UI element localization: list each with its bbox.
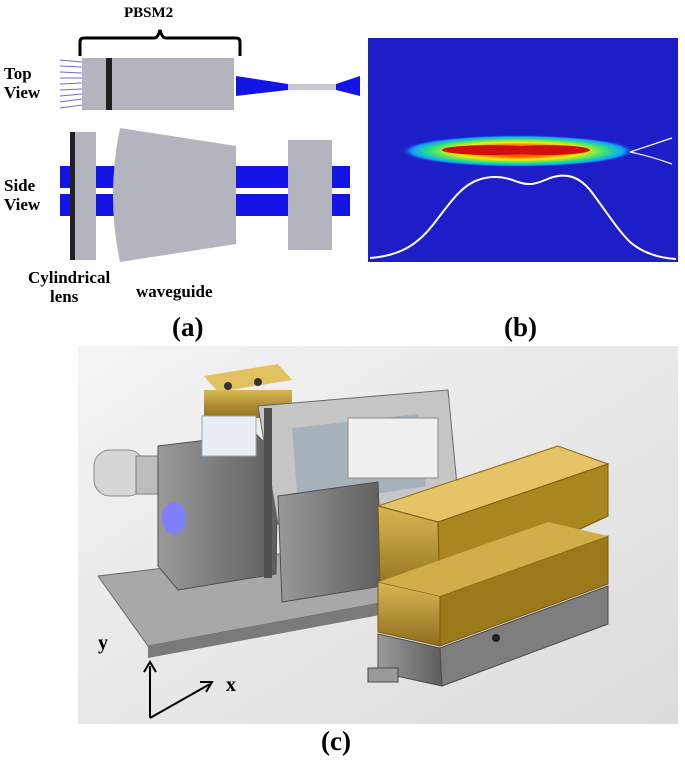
lens-block	[82, 58, 106, 110]
beam-spot-right	[506, 145, 590, 155]
right-gold-assembly	[376, 445, 610, 647]
panel-b-letter: (b)	[504, 312, 537, 342]
side-dark-slab	[70, 132, 75, 260]
beam-intensity-plot	[368, 38, 678, 262]
mechanical-assembly-render	[78, 346, 678, 724]
panel-c: y x	[78, 346, 678, 724]
cylindrical-lens-label: Cylindrical lens	[28, 268, 111, 306]
input-fibers	[60, 59, 83, 109]
side-waveguide	[113, 128, 236, 262]
panel-b	[368, 38, 678, 262]
output-beam-top	[236, 76, 288, 96]
waveguide-block	[112, 58, 234, 110]
waveguide-label: waveguide	[136, 282, 213, 301]
x-axis-label: x	[226, 674, 236, 696]
intensity-profile-curve	[369, 174, 677, 260]
spot-tail-line	[629, 137, 673, 165]
side-view-schematic	[60, 128, 350, 262]
side-view-label: Side View	[4, 176, 41, 214]
viewport-window	[162, 502, 186, 534]
dark-slab	[106, 58, 112, 110]
glass-block	[201, 415, 257, 457]
panel-a-letter: (a)	[172, 312, 204, 342]
coordinate-axes	[143, 660, 214, 719]
panel-c-letter: (c)	[321, 726, 351, 756]
side-output-block	[288, 140, 332, 250]
panel-a: PBSM2 Top View Side View Cylindrical	[0, 0, 360, 342]
top-view-schematic	[60, 58, 360, 110]
top-view-label: Top View	[4, 64, 41, 102]
pbsm2-bracket	[78, 29, 242, 56]
fiber-connector	[93, 449, 177, 497]
pbsm2-label: PBSM2	[124, 5, 174, 21]
side-cyl-lens	[74, 132, 96, 260]
y-axis-label: y	[98, 632, 108, 654]
